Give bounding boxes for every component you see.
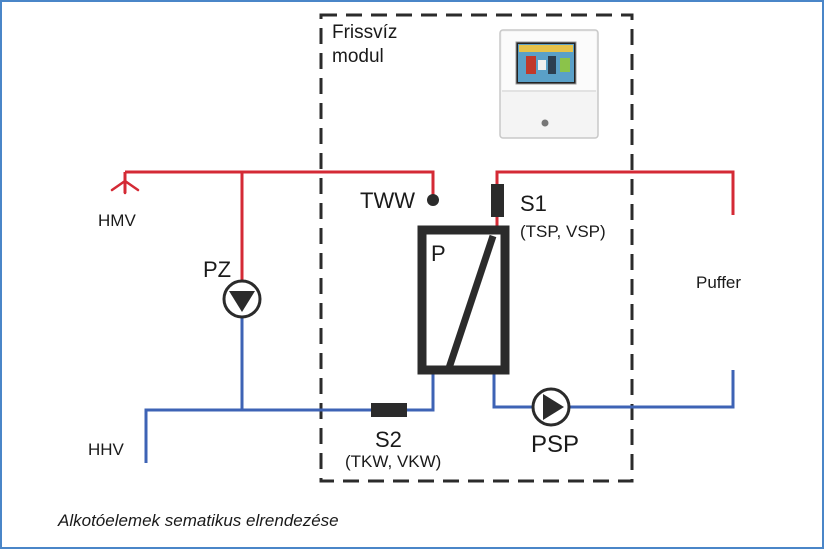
- tap-outlet-icon: [110, 178, 140, 195]
- controller-unit-icon: [499, 29, 599, 139]
- sensor-label-tww: TWW: [360, 188, 415, 213]
- sensor-label-s2: S2: [375, 427, 402, 452]
- sensor-sub-s1: (TSP, VSP): [520, 222, 606, 241]
- label-puffer: Puffer: [696, 273, 741, 292]
- pump-label-psp: PSP: [531, 431, 579, 458]
- sensor-sub-s2: (TKW, VKW): [345, 452, 441, 471]
- heat-exchanger-label-p: P: [431, 241, 446, 266]
- module-title-line1: Frissvíz: [332, 22, 397, 43]
- sensor-label-s1: S1: [520, 191, 547, 216]
- module-title-line2: modul: [332, 46, 384, 67]
- heat-exchanger: [417, 225, 510, 375]
- figure-caption: Alkotóelemek sematikus elrendezése: [57, 511, 339, 530]
- cold-water-pipes: [144, 318, 735, 463]
- label-hhv: HHV: [88, 440, 125, 459]
- circulation-pump-pz: [222, 279, 262, 319]
- module-boundary: [319, 13, 634, 483]
- sensor-s1: [491, 184, 504, 217]
- circulation-pump-psp: [531, 387, 571, 427]
- pump-label-pz: PZ: [203, 257, 231, 282]
- label-hmv: HMV: [98, 211, 136, 230]
- sensor-tww: [427, 194, 439, 206]
- sensor-s2: [371, 403, 407, 417]
